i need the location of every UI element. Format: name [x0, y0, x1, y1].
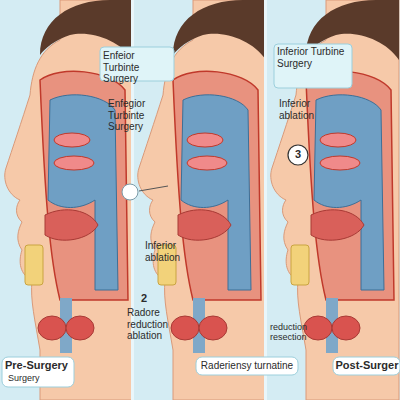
part-label: Enfegior Turbinte Surgery [108, 98, 166, 133]
part-label: Inferior ablation [279, 98, 339, 121]
panel-caption: Pre-Surgery [5, 359, 73, 372]
panel-caption: Surgery [8, 373, 68, 383]
part-label: Radore reduction ablation [127, 307, 189, 342]
panel-caption: Post-Surger [335, 359, 399, 372]
callout-number: 2 [141, 292, 155, 305]
panel-heading: Inferior Turbine Surgery [277, 46, 351, 69]
part-label: reduction resection [270, 322, 340, 343]
panel-caption: Raderiensy turnatine [198, 360, 296, 372]
callout-number: 3 [289, 148, 307, 161]
panel-heading: Enfeior Turbinte Surgery [103, 50, 173, 85]
part-label: Inferior ablation [145, 240, 200, 263]
